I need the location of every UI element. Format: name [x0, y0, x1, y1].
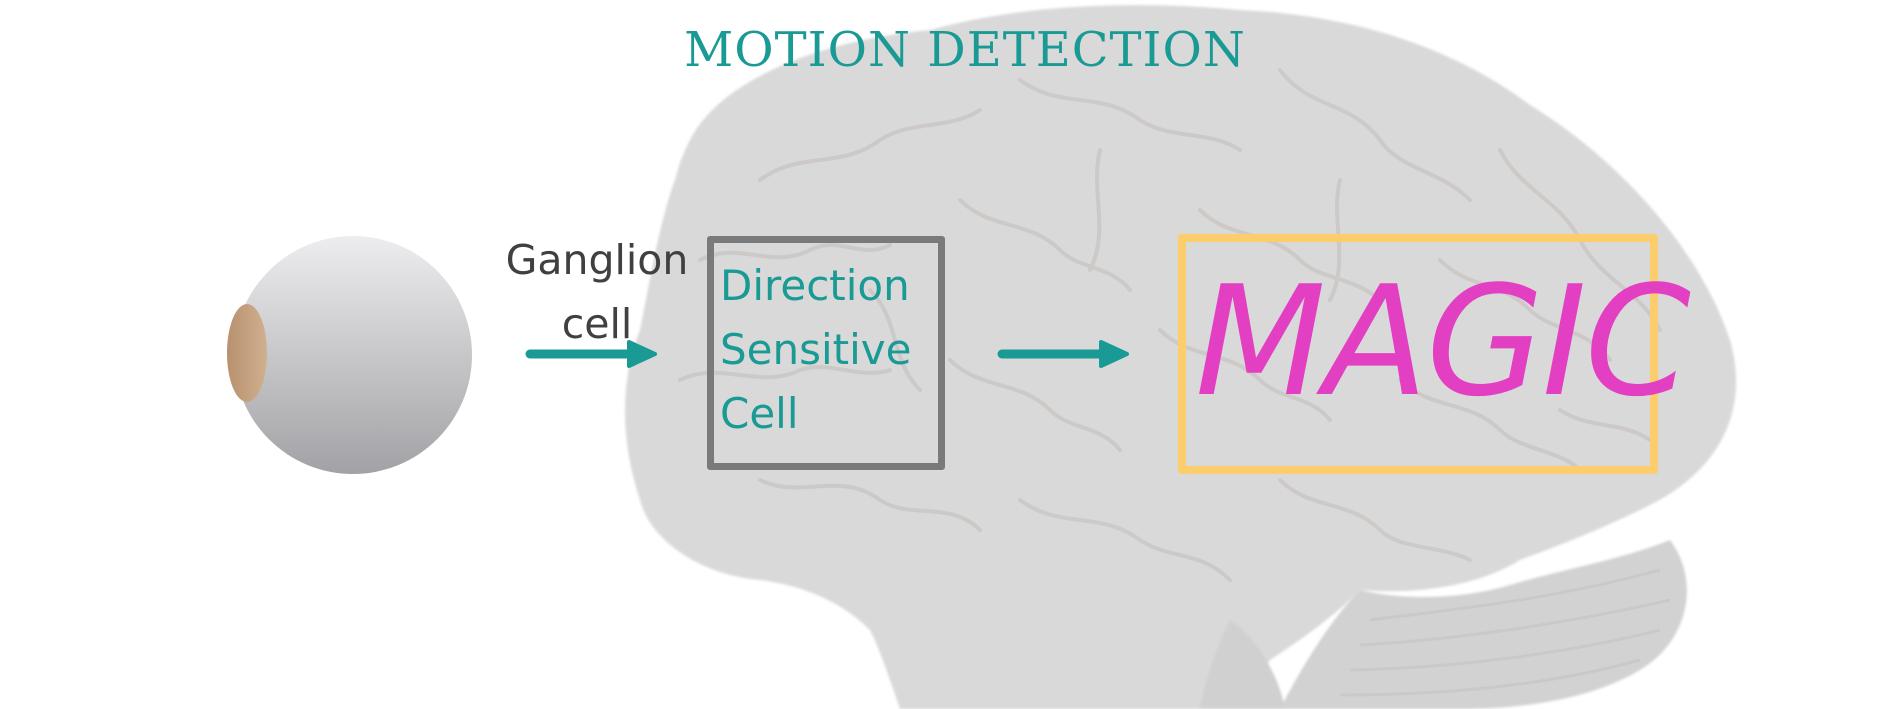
direction-sensitive-cell-box	[707, 236, 945, 470]
arrow-eye-to-dsc	[525, 340, 657, 368]
magic-box	[1178, 234, 1658, 474]
direction-sensitive-cell-label: Direction Sensitive Cell	[720, 254, 912, 446]
arrow-dsc-to-magic	[997, 340, 1129, 368]
iris-icon	[227, 304, 267, 402]
eyeball-icon	[227, 236, 472, 474]
magic-label: MAGIC	[1195, 253, 1691, 430]
dsc-label-line1: Direction	[720, 261, 910, 310]
ganglion-cell-label: Ganglion cell	[482, 228, 712, 356]
dsc-label-line2: Sensitive	[720, 325, 912, 374]
diagram-title: MOTION DETECTION	[684, 22, 1246, 78]
dsc-label-line3: Cell	[720, 389, 799, 438]
ganglion-label-line1: Ganglion	[505, 236, 689, 284]
ganglion-label-line2: cell	[561, 300, 633, 348]
